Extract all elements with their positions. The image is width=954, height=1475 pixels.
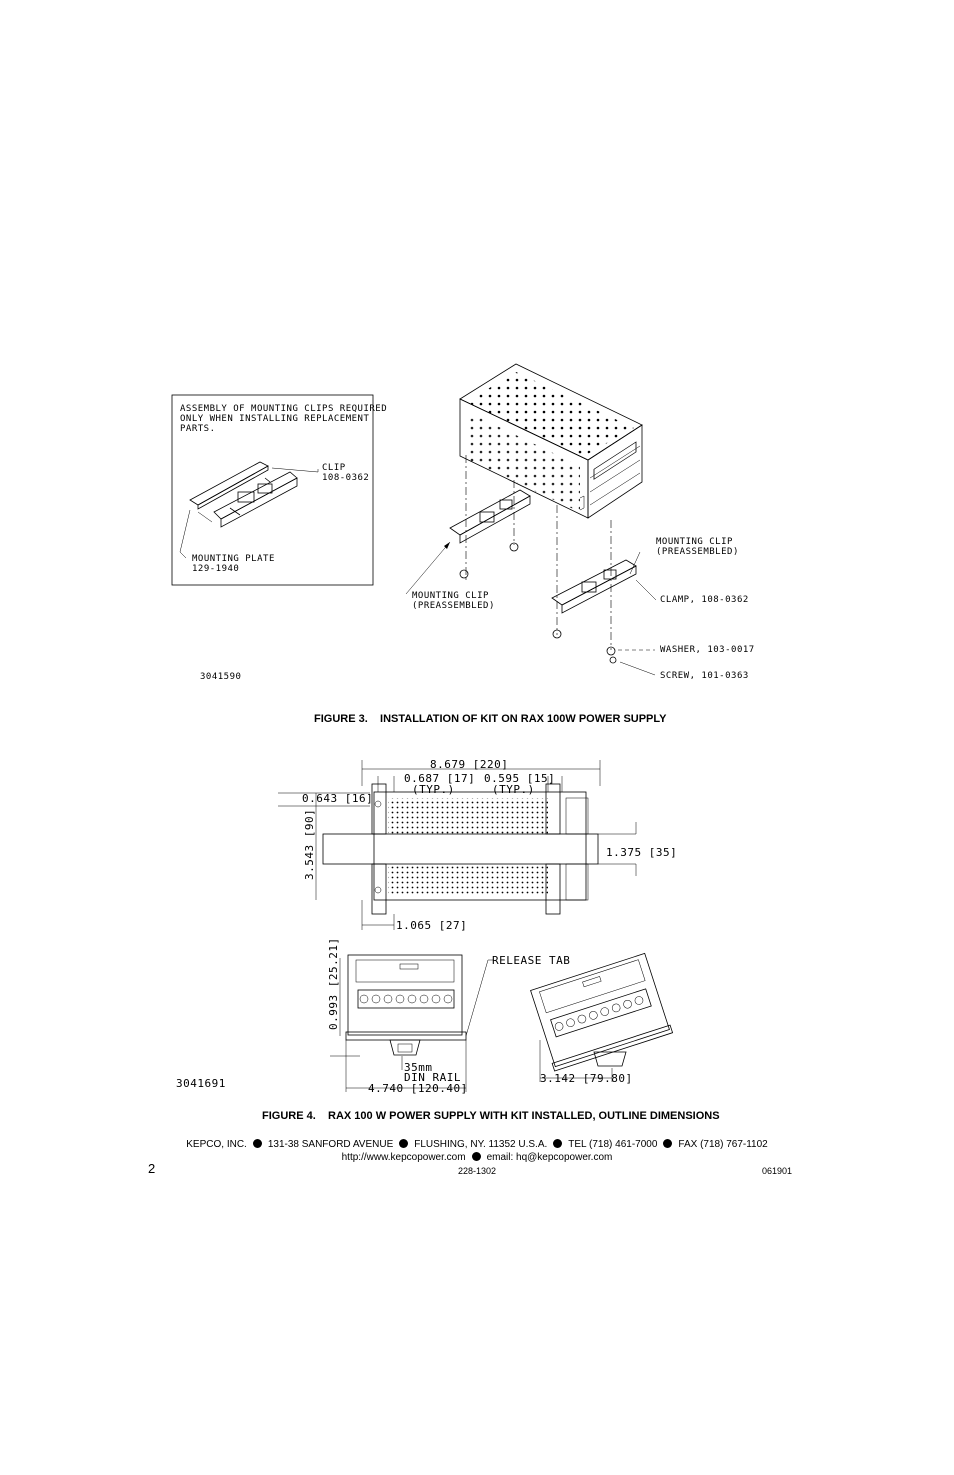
power-supply-isometric (459, 363, 643, 519)
figure3-caption: FIGURE 3. INSTALLATION OF KIT ON RAX 100… (314, 713, 667, 725)
washer-label: WASHER, 103-0017 (660, 645, 755, 655)
inset-note-line1: ASSEMBLY OF MOUNTING CLIPS REQUIRED (180, 404, 387, 414)
inset-note-line2: ONLY WHEN INSTALLING REPLACEMENT (180, 414, 369, 424)
din-rail-1: 35mm (404, 1061, 433, 1074)
mounting-clip-left-2: (PREASSEMBLED) (412, 601, 495, 611)
clamp-label: CLAMP, 108-0362 (660, 595, 749, 605)
din-rail-2: DIN RAIL (404, 1071, 461, 1084)
dim-right-typ-1: 0.595 [15] (484, 772, 555, 785)
footer-address: 131-38 SANFORD AVENUE (267, 1139, 394, 1150)
bullet-icon (663, 1139, 673, 1148)
footer-email[interactable]: email: hq@kepcopower.com (486, 1152, 613, 1163)
dim-left-typ-2: (TYP.) (412, 783, 455, 796)
mounting-clip-right-1: MOUNTING CLIP (656, 537, 733, 547)
dim-tilt: 3.142 [79.80] (540, 1072, 633, 1085)
bullet-icon (553, 1139, 563, 1148)
plate-label-2: 129-1940 (192, 564, 239, 574)
inset-note-line3: PARTS. (180, 424, 216, 434)
dim-depth: 4.740 [120.40] (368, 1082, 468, 1095)
bullet-icon (399, 1139, 409, 1148)
footer-web[interactable]: http://www.kepcopower.com (341, 1152, 466, 1163)
dim-side-height: 0.993 [25.21] (327, 937, 340, 1030)
right-mounting-clip (551, 559, 637, 664)
screw-label: SCREW, 101-0363 (660, 671, 749, 681)
page-number: 2 (148, 1161, 156, 1176)
plate-label-1: MOUNTING PLATE (192, 554, 275, 564)
side-view (345, 954, 467, 1056)
top-view-body (322, 783, 599, 915)
figure3-drawing-number: 3041590 (200, 672, 241, 682)
inset-box (171, 394, 374, 586)
release-tab: RELEASE TAB (492, 954, 570, 967)
figure4-drawing-number: 3041691 (176, 1077, 226, 1090)
footer-company: KEPCO, INC. (186, 1139, 247, 1150)
left-mounting-clip (449, 489, 531, 579)
tilted-view (530, 952, 674, 1072)
bullet-icon (252, 1139, 262, 1148)
footer-city: FLUSHING, NY. 11352 U.S.A. (414, 1139, 548, 1150)
date-code: 061901 (762, 1166, 793, 1176)
dim-top-offset: 0.643 [16] (302, 792, 373, 805)
dim-rail: 1.375 [35] (606, 846, 677, 859)
dim-bottom-offset: 1.065 [27] (396, 919, 467, 932)
footer-tel: TEL (718) 461-7000 (568, 1139, 658, 1150)
inset-clip-sketch (179, 461, 319, 559)
footer-fax: FAX (718) 767-1102 (678, 1139, 768, 1150)
figure4-drawing: 8.679 [220] 0.687 [17] (TYP.) 0.595 [15]… (176, 758, 677, 1095)
figure3-drawing: ASSEMBLY OF MOUNTING CLIPS REQUIRED ONLY… (171, 363, 755, 682)
clip-label-2: 108-0362 (322, 473, 369, 483)
mounting-clip-left-1: MOUNTING CLIP (412, 591, 489, 601)
dim-height: 3.543 [90] (303, 809, 316, 880)
mounting-clip-right-2: (PREASSEMBLED) (656, 547, 739, 557)
footer-web-line: http://www.kepcopower.com email: hq@kepco… (0, 1152, 954, 1163)
dim-right-typ-2: (TYP.) (492, 783, 535, 796)
figure4-caption: FIGURE 4. RAX 100 W POWER SUPPLY WITH KI… (262, 1110, 720, 1122)
dim-left-typ-1: 0.687 [17] (404, 772, 475, 785)
dim-overall: 8.679 [220] (430, 758, 508, 771)
footer-contact-line: KEPCO, INC. 131-38 SANFORD AVENUE FLUSHING… (0, 1139, 954, 1150)
doc-number: 228-1302 (457, 1166, 497, 1176)
clip-label-1: CLIP (322, 463, 346, 473)
bullet-icon (471, 1152, 481, 1161)
